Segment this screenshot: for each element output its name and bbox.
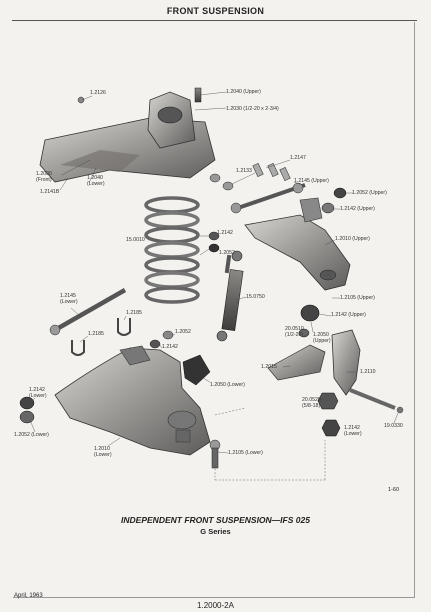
callout-1-2126: 1.2126 [90, 90, 106, 96]
lower-nut-part [149, 339, 161, 349]
callout-1-2015: 1.2015 [261, 364, 277, 370]
callout-1-2052-upper: 1.2052 (Upper) [352, 190, 387, 196]
callout-15-0750: 15.0750 [246, 294, 265, 300]
rubber-bumper-part [182, 354, 211, 386]
steering-knuckle-part [331, 329, 404, 414]
callout-1-2110: 1.2110 [360, 369, 376, 375]
lower-bushing-part [162, 330, 174, 340]
callout-1-2050-lower: 1.2050 (Lower) [210, 382, 245, 388]
callout-15-0010: 15.0010 [126, 237, 145, 243]
callout-1-2142-a: 1.2142 [217, 230, 233, 236]
lower-ball-joint-part [209, 439, 221, 469]
callout-1-2145-upper: 1.2145 (Upper) [294, 178, 329, 184]
callout-1-2010-lower: 1.2010 (Lower) [94, 446, 112, 458]
footer-date: April, 1963 [14, 593, 43, 599]
page-header-title: FRONT SUSPENSION [166, 6, 265, 16]
assembly-dashed-lines [214, 407, 326, 481]
callout-1-2052-a: 1.2052 [219, 250, 235, 256]
figure-number: 1-60 [388, 487, 400, 493]
header-rule [12, 20, 417, 21]
shock-washer-part [208, 243, 220, 253]
callout-1-2142-upper-a: 1.2142 (Upper) [340, 206, 375, 212]
footer-page-number: 1.2000-2A [197, 601, 234, 610]
callout-1-2147: 1.2147 [290, 155, 306, 161]
upper-control-arm-part [244, 197, 351, 291]
leader-lines [29, 91, 399, 454]
sheet-border [13, 22, 415, 598]
callout-1-2185-a: 1.2185 [88, 331, 104, 337]
callout-20-0510: 20.0510 (1/2-20) [285, 326, 304, 338]
callout-1-2185-b: 1.2185 [126, 310, 142, 316]
callout-1-2040-lower: 1.2040 (Lower) [87, 175, 105, 187]
shock-absorber-part [216, 250, 244, 342]
callout-20-0520: 20.0520 (5/8-18) [302, 397, 321, 409]
callout-1-2145-lower: 1.2145 (Lower) [60, 293, 78, 305]
figure-caption: INDEPENDENT FRONT SUSPENSION—IFS 025 [121, 515, 310, 525]
callout-1-2010-upper: 1.2010 (Upper) [335, 236, 370, 242]
callout-1-2000-front: 1.2000 (Front) [36, 171, 52, 183]
callout-1-2141b: 1.2141B [40, 189, 60, 195]
callout-1-2052-lower: 1.2052 (Lower) [14, 432, 49, 438]
callout-1-2052-b: 1.2052 [175, 329, 191, 335]
front-crossmember-part [39, 91, 216, 183]
lower-ball-joint-nut-part [321, 419, 341, 437]
steering-arm-part [267, 344, 326, 381]
callout-1-2105-upper: 1.2105 (Upper) [340, 295, 375, 301]
callout-1-2050-upper: 1.2050 (Upper) [313, 332, 331, 344]
callout-1-2133: 1.2133 [236, 168, 252, 174]
callout-1-2142-upper-b: 1.2142 (Upper) [331, 312, 366, 318]
callout-1-2105-lower: 1.2105 (Lower) [228, 450, 263, 456]
lower-knuckle-nut-part [317, 392, 339, 410]
figure-subcaption: G Series [200, 527, 231, 536]
callout-19-0330: 19.0330 [384, 423, 403, 429]
upper-shaft-part [230, 182, 306, 214]
callout-1-2142-lower-b: 1.2142 (Lower) [29, 387, 47, 399]
coil-spring-part [144, 196, 200, 304]
lower-control-arm-part [54, 345, 211, 456]
nut-part [77, 96, 85, 104]
callout-1-2040-upper: 1.2040 (Upper) [226, 89, 261, 95]
callout-1-2030: 1.2030 (1/2-20 x 2-3/4) [226, 106, 279, 112]
lower-left-bushing-parts [19, 396, 35, 424]
callout-1-2142-lower-a: 1.2142 (Lower) [344, 425, 362, 437]
u-bolt-parts [71, 318, 131, 356]
upper-nut-part [321, 202, 335, 214]
upper-bushing-part [333, 187, 347, 199]
lower-shaft-part [49, 288, 127, 336]
callout-1-2142-b: 1.2142 [162, 344, 178, 350]
